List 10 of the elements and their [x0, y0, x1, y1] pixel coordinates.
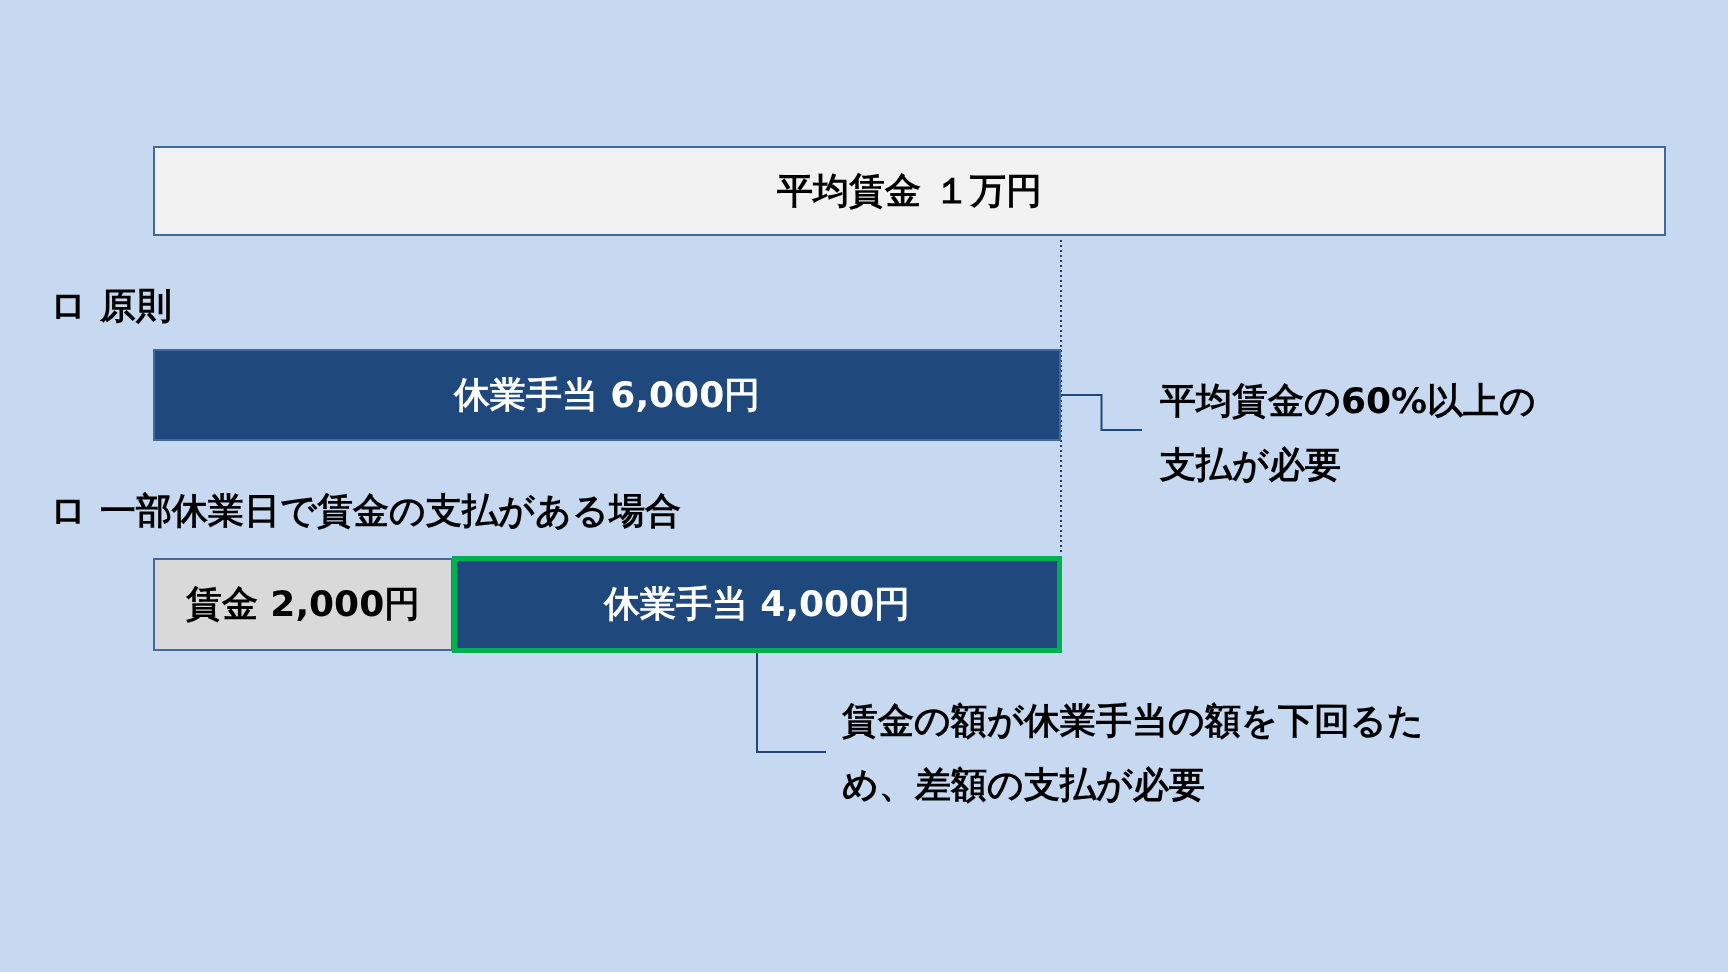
- section-heading: ロ 一部休業日で賃金の支払がある場合: [50, 489, 681, 533]
- callout-text: 賃金の額が休業手当の額を下回るため、差額の支払が必要: [842, 688, 1477, 818]
- callout-text: 平均賃金の60%以上の支払が必要: [1160, 368, 1560, 498]
- wage-bar: 賃金 2,000円: [153, 558, 453, 651]
- section-heading: ロ 原則: [50, 284, 172, 328]
- allowance-bar: 休業手当 6,000円: [153, 349, 1061, 441]
- leader-line: [756, 652, 827, 753]
- wage-box: 平均賃金 １万円: [153, 146, 1666, 236]
- allowance-bar: 休業手当 4,000円: [452, 556, 1062, 653]
- leader-line: [1060, 394, 1143, 431]
